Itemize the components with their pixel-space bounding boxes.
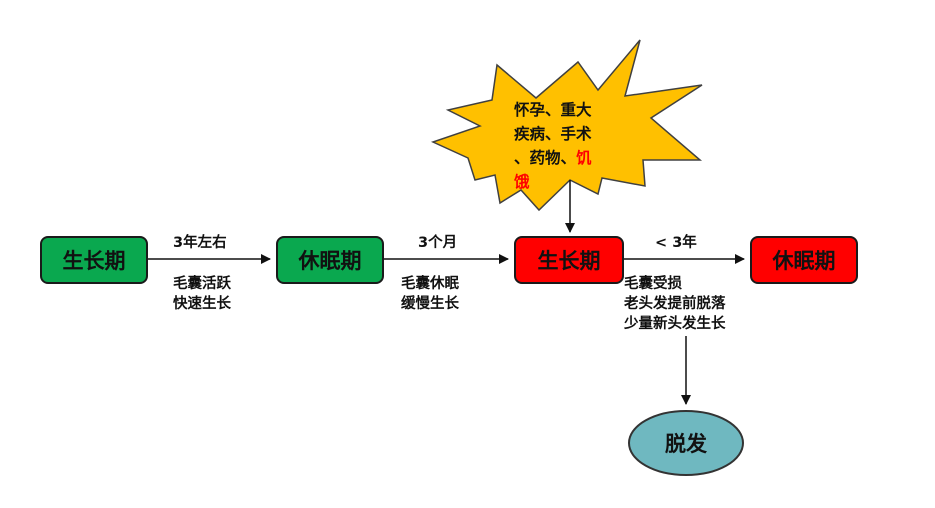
node-growth-phase-2-label: 生长期 [537, 249, 601, 273]
hair-loss-circle [628, 410, 744, 476]
edge-3-line-1: 毛囊受损 [624, 276, 682, 292]
edge-2-line-2: 缓慢生长 [401, 296, 459, 312]
node-growth-phase-1: 生长期 [40, 236, 148, 284]
edge-3-line-2: 老头发提前脱落 [624, 296, 726, 312]
edge-1-line-1: 毛囊活跃 [173, 276, 231, 292]
edge-2-description: 毛囊休眠 缓慢生长 [401, 274, 459, 314]
trigger-burst-shape [430, 39, 703, 212]
node-growth-phase-2: 生长期 [514, 236, 624, 284]
edge-3-duration: < 3年 [655, 235, 697, 251]
trigger-line-3: 、药物、饥 [514, 146, 622, 170]
node-rest-phase-1: 休眠期 [276, 236, 384, 284]
trigger-line-3-prefix: 、药物、 [514, 149, 577, 167]
node-growth-phase-1-label: 生长期 [62, 249, 126, 273]
trigger-line-2: 疾病、手术 [514, 125, 592, 143]
edge-1-line-2: 快速生长 [173, 296, 231, 312]
node-rest-phase-2-label: 休眠期 [772, 249, 836, 273]
node-rest-phase-2: 休眠期 [750, 236, 858, 284]
node-rest-phase-1-label: 休眠期 [298, 249, 362, 273]
hair-loss-label: 脱发 [665, 432, 707, 456]
edge-3-line-3: 少量新头发生长 [624, 316, 726, 332]
edge-2-line-1: 毛囊休眠 [401, 276, 459, 292]
trigger-line-4-highlight: 饿 [514, 173, 530, 191]
edge-2-duration: 3个月 [418, 235, 458, 251]
trigger-line-3-highlight: 饥 [576, 149, 592, 167]
trigger-factors-text: 怀孕、重大 疾病、手术 、药物、饥 饿 [514, 98, 622, 194]
edge-1-duration: 3年左右 [173, 235, 227, 251]
edge-1-description: 毛囊活跃 快速生长 [173, 274, 231, 314]
edge-3-description: 毛囊受损 老头发提前脱落 少量新头发生长 [624, 274, 726, 334]
trigger-line-1: 怀孕、重大 [514, 101, 592, 119]
